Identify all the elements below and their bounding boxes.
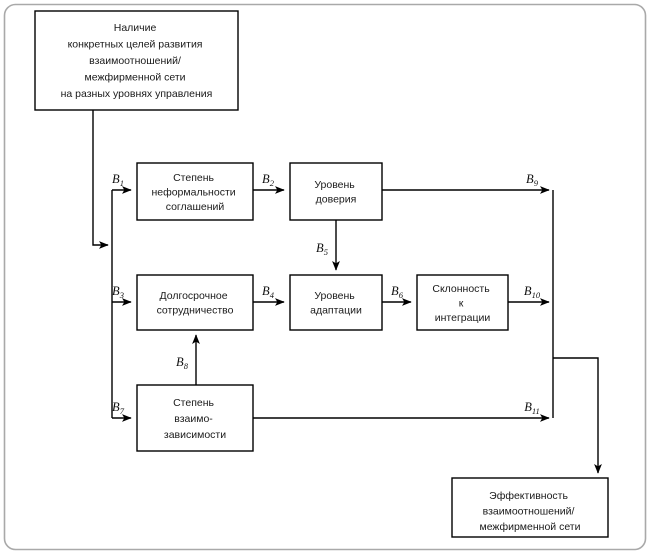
- node-informality-line-1: Степень: [173, 172, 214, 184]
- edge-label-b10: B10: [524, 284, 541, 300]
- svg-text:Степень неформальности: Степень неформальности соглашений: [151, 172, 238, 213]
- node-integration-line-2: к: [459, 298, 464, 310]
- node-integration-line-1: Склонность: [432, 283, 490, 295]
- node-goals-line-5: на разных уровнях управления: [61, 88, 213, 100]
- svg-text:Наличие конкретных цел: Наличие конкретных целей развития взаимо…: [61, 22, 213, 100]
- edge-label-b1: B1: [112, 172, 124, 188]
- node-informality-line-3: соглашений: [166, 201, 225, 213]
- node-goals-line-2: конкретных целей развития: [68, 39, 203, 51]
- node-adaptation-level: Уровень адаптации: [289, 274, 383, 331]
- svg-text:Долгосрочное сотруднич: Долгосрочное сотрудничество: [157, 290, 234, 317]
- edge-goals-to-distributor: [92, 110, 109, 249]
- svg-text:Уровень доверия: Уровень доверия: [314, 179, 357, 206]
- edge-collector-to-effectiveness: [553, 357, 602, 474]
- node-integration-line-3: интеграции: [435, 312, 491, 324]
- node-goals-line-4: межфирменной сети: [85, 72, 186, 84]
- edge-label-b7: B7: [112, 400, 125, 416]
- node-trust-line-2: доверия: [316, 194, 357, 206]
- node-longterm-cooperation: Долгосрочное сотрудничество: [136, 274, 254, 331]
- node-informality-line-2: неформальности: [151, 187, 235, 199]
- node-informality: Степень неформальности соглашений: [136, 162, 254, 221]
- node-goals: Наличие конкретных целей развития взаимо…: [34, 10, 239, 111]
- node-interdependence-line-3: зависимости: [164, 429, 226, 441]
- edge-label-b4: B4: [262, 284, 275, 300]
- node-effectiveness: Эффективность взаимоотношений/ межфирмен…: [451, 477, 609, 538]
- node-integration-propensity: Склонность к интеграции: [416, 274, 509, 331]
- node-goals-line-1: Наличие: [114, 22, 157, 34]
- node-interdependence: Степень взаимо- зависимости: [136, 384, 254, 452]
- svg-text:Уровень адаптации: Уровень адаптации: [310, 290, 362, 317]
- node-trust-line-1: Уровень: [314, 179, 355, 191]
- node-effectiveness-line-1: Эффективность: [489, 490, 568, 502]
- node-longterm-line-2: сотрудничество: [157, 305, 234, 317]
- node-effectiveness-line-2: взаимоотношений/: [483, 506, 575, 518]
- edge-label-b5: B5: [316, 241, 328, 257]
- node-longterm-line-1: Долгосрочное: [160, 290, 228, 302]
- svg-text:Склонность к и: Склонность к интеграции: [432, 283, 492, 324]
- outer-frame: [3, 3, 647, 551]
- svg-text:Степень взаимо-: Степень взаимо- зависимости: [164, 397, 226, 441]
- node-interdependence-line-1: Степень: [173, 397, 214, 409]
- node-adaptation-line-1: Уровень: [314, 290, 355, 302]
- edge-label-b8: B8: [176, 355, 189, 371]
- edge-label-b9: B9: [526, 172, 539, 188]
- node-interdependence-line-2: взаимо-: [174, 413, 213, 425]
- node-adaptation-line-2: адаптации: [310, 305, 362, 317]
- edge-label-b3: B3: [112, 284, 124, 300]
- edge-label-b11: B11: [524, 400, 540, 416]
- node-goals-line-3: взаимоотношений/: [89, 55, 181, 67]
- edge-label-b6: B6: [391, 284, 404, 300]
- node-trust: Уровень доверия: [289, 162, 383, 221]
- svg-text:Эффективность взаимоот: Эффективность взаимоотношений/ межфирмен…: [479, 490, 580, 533]
- edge-label-b2: B2: [262, 172, 275, 188]
- node-effectiveness-line-3: межфирменной сети: [479, 521, 580, 533]
